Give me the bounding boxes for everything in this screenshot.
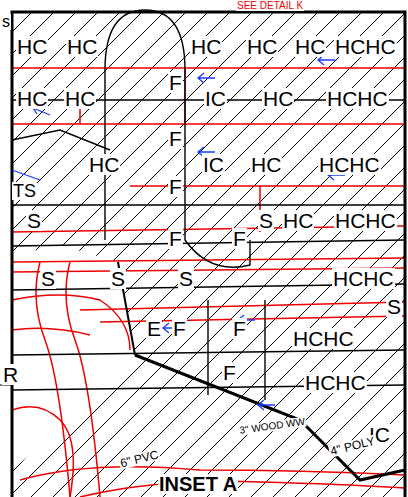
area-code: HC <box>88 154 120 175</box>
area-code: HCHC <box>334 210 397 231</box>
area-code: R <box>2 364 19 385</box>
detail-reference: SEE DETAIL K <box>236 1 304 11</box>
area-code: HCHC <box>326 88 389 109</box>
area-code: HC <box>190 36 222 57</box>
area-code: HC <box>16 36 48 57</box>
area-code: HC <box>66 36 98 57</box>
area-code: HC <box>294 36 326 57</box>
area-code: HC <box>282 210 314 231</box>
area-code: E <box>146 318 162 339</box>
area-code: F <box>168 128 183 149</box>
inset-title: INSET A <box>158 474 238 494</box>
area-code: HC <box>246 36 278 57</box>
area-code: IC <box>202 154 225 175</box>
area-code: F <box>232 228 247 249</box>
area-code: S <box>26 210 42 231</box>
area-code: S <box>258 210 274 231</box>
area-code: HCHC <box>334 36 397 57</box>
area-code: HCHC <box>318 154 381 175</box>
area-code: HC <box>16 88 48 109</box>
area-code: HCHC <box>292 328 355 349</box>
area-code: TS <box>12 182 37 200</box>
edge-fragment: s <box>1 14 11 30</box>
area-code: HC <box>64 88 96 109</box>
area-code: HCHC <box>304 372 367 393</box>
area-code: S <box>178 268 194 289</box>
area-code: F <box>168 72 183 93</box>
area-code: F <box>168 176 183 197</box>
area-code: S <box>110 268 126 289</box>
area-code: HC <box>262 88 294 109</box>
area-code: HCHC <box>332 268 395 289</box>
area-code: IC <box>204 88 227 109</box>
area-code: S <box>386 296 402 317</box>
area-code: S <box>40 268 56 289</box>
area-code: F <box>222 362 237 383</box>
area-code: HC <box>250 154 282 175</box>
area-code: F <box>232 318 247 339</box>
area-code: F <box>168 228 183 249</box>
area-code: F <box>172 318 187 339</box>
